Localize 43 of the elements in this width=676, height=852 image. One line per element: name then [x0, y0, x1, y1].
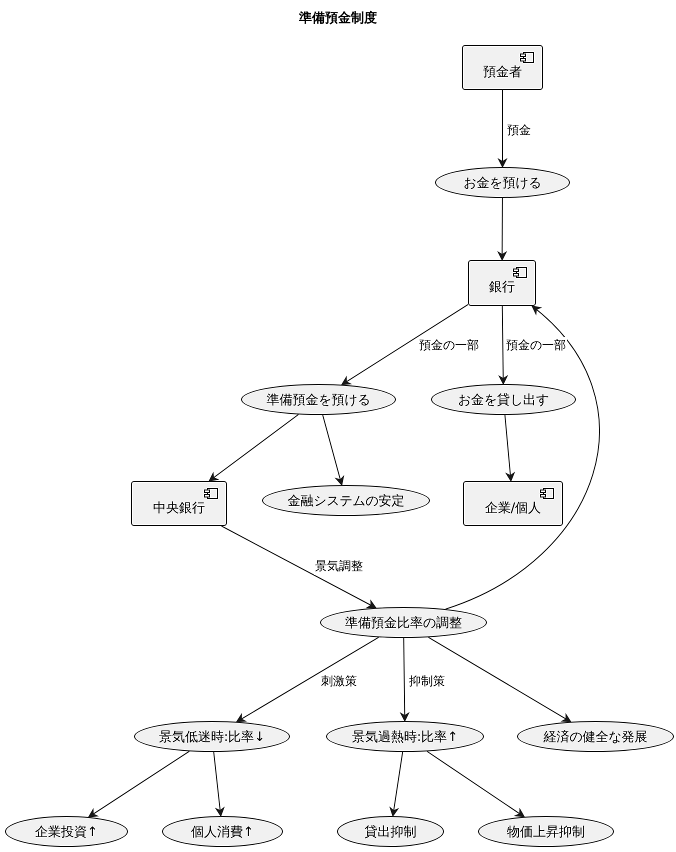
edge-label: 刺激策: [320, 673, 358, 690]
component-box: [131, 481, 227, 526]
node-label: 景気低迷時:比率↓: [158, 728, 266, 746]
node-label: 銀行: [489, 279, 515, 296]
arrow: [220, 526, 377, 608]
edge-label: 景気調整: [314, 558, 364, 575]
node-label: お金を貸し出す: [458, 392, 549, 408]
arrow: [389, 752, 404, 817]
node-label: 金融システムの安定: [288, 492, 404, 510]
arrow: [428, 636, 572, 722]
node-label: 預金者: [483, 64, 522, 80]
edge-label: 預金: [506, 122, 532, 139]
component-box: [468, 260, 536, 306]
arrow: [497, 198, 508, 261]
node-label: 経済の健全な発展: [544, 728, 648, 746]
arrow: [236, 636, 380, 722]
component-box: [463, 481, 563, 526]
arrow: [400, 638, 410, 722]
edge-label: 抑制策: [408, 673, 446, 690]
arrow: [208, 414, 299, 482]
arrow: [213, 752, 225, 817]
node-label: 個人消費↑: [191, 824, 254, 840]
node-label: 景気過熱時:比率↑: [352, 728, 458, 746]
arrow: [445, 305, 600, 610]
node-label: 準備預金比率の調整: [345, 614, 462, 632]
node-label: お金を預ける: [464, 174, 542, 192]
node-label: 貸出抑制: [364, 824, 416, 840]
arrow: [340, 304, 468, 386]
node-label: 中央銀行: [153, 500, 205, 516]
diagram-title: 準備預金制度: [298, 10, 378, 27]
node-label: 企業/個人: [484, 500, 542, 516]
arrow: [322, 414, 344, 486]
arrow: [504, 414, 516, 482]
arrow: [498, 90, 508, 168]
edge-label: 預金の一部: [418, 337, 480, 354]
component-box: [462, 45, 543, 90]
edge-label: 預金の一部: [505, 337, 567, 354]
node-label: 準備預金を預ける: [266, 392, 370, 408]
arrow: [88, 750, 190, 818]
node-label: 物価上昇抑制: [507, 824, 585, 840]
arrow: [426, 750, 526, 818]
arrow: [498, 306, 508, 385]
node-label: 企業投資↑: [35, 824, 98, 840]
